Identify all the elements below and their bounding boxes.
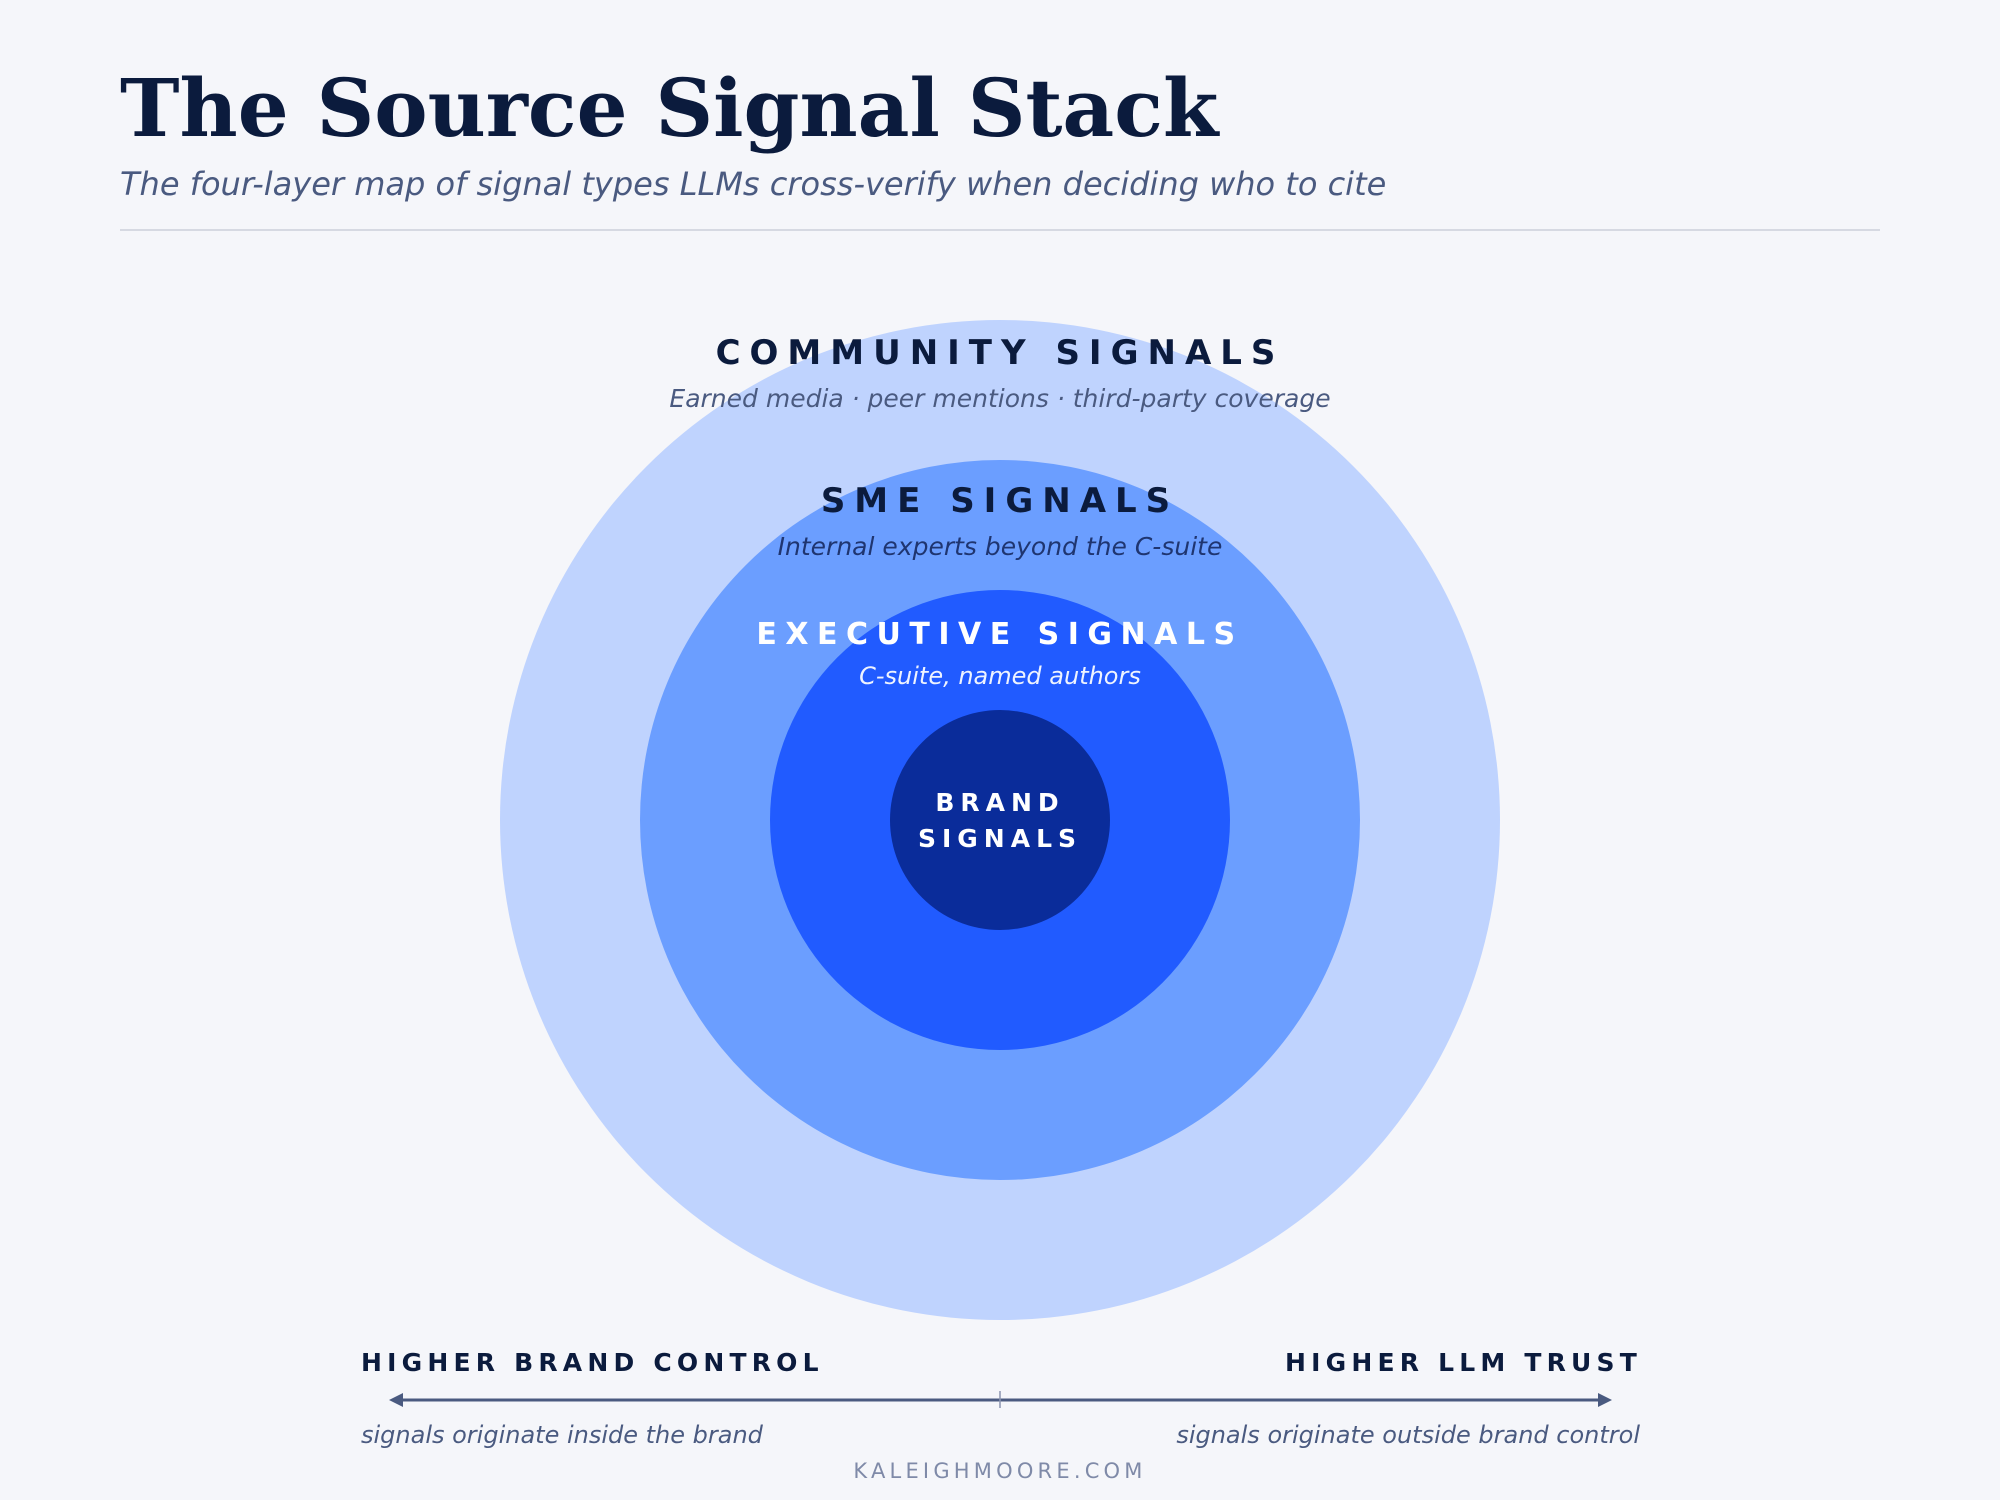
axis-arrow bbox=[389, 1391, 1612, 1408]
community-title: COMMUNITY SIGNALS bbox=[716, 333, 1285, 373]
footer-credit: KALEIGHMOORE.COM bbox=[853, 1459, 1147, 1483]
brand-core bbox=[890, 710, 1110, 930]
arrow-left-icon bbox=[389, 1393, 403, 1407]
layer-brand bbox=[890, 710, 1110, 930]
header-divider bbox=[120, 229, 1880, 231]
axis-right-label: HIGHER LLM TRUST bbox=[1284, 1348, 1642, 1377]
sme-description: Internal experts beyond the C-suite bbox=[778, 532, 1223, 561]
community-description: Earned media · peer mentions · third-par… bbox=[669, 384, 1330, 413]
axis-left-description: signals originate inside the brand bbox=[361, 1421, 763, 1449]
brand-title-line2: SIGNALS bbox=[918, 824, 1082, 853]
axis-right-description: signals originate outside brand control bbox=[1176, 1421, 1640, 1449]
page-subtitle: The four-layer map of signal types LLMs … bbox=[120, 165, 1387, 203]
arrow-right-icon bbox=[1598, 1393, 1612, 1407]
sme-title: SME SIGNALS bbox=[821, 481, 1179, 521]
axis-left-label: HIGHER BRAND CONTROL bbox=[361, 1348, 824, 1377]
page-title: The Source Signal Stack bbox=[120, 61, 1219, 155]
brand-title-line1: BRAND bbox=[935, 788, 1064, 817]
executive-title: EXECUTIVE SIGNALS bbox=[756, 617, 1243, 652]
executive-description: C-suite, named authors bbox=[859, 662, 1141, 690]
